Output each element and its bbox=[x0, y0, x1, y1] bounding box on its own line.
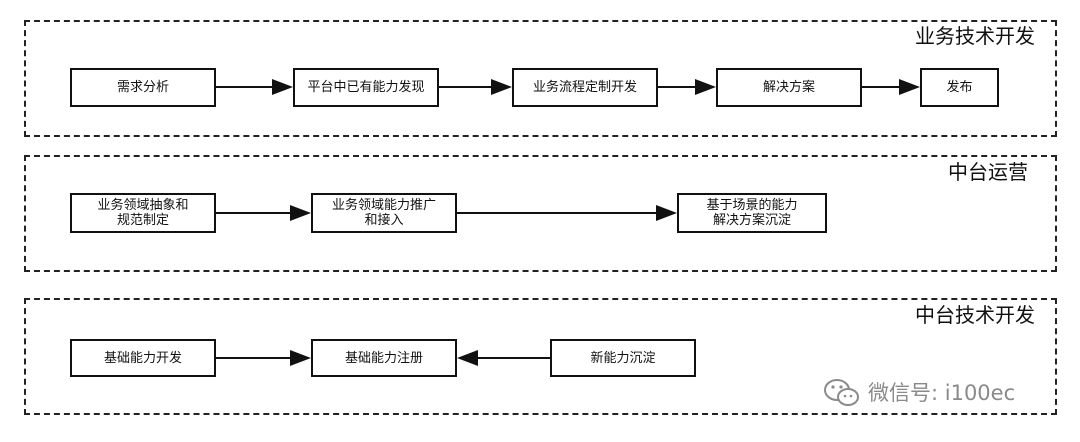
arrow-head-7 bbox=[290, 350, 311, 366]
node-capability-promotion-label: 业务领域能力推广 和接入 bbox=[331, 198, 436, 228]
node-basic-capability-register: 基础能力注册 bbox=[311, 339, 457, 377]
node-domain-abstraction: 业务领域抽象和 规范制定 bbox=[70, 193, 216, 233]
node-new-capability-accumulate: 新能力沉淀 bbox=[550, 339, 696, 377]
node-new-capability-accumulate-label: 新能力沉淀 bbox=[590, 350, 656, 366]
arrow-head-1 bbox=[272, 79, 293, 95]
node-basic-capability-dev-label: 基础能力开发 bbox=[103, 350, 182, 366]
arrow-head-6 bbox=[656, 205, 677, 221]
node-release-label: 发布 bbox=[946, 80, 973, 95]
node-existing-capability-discovery: 平台中已有能力发现 bbox=[293, 68, 439, 107]
node-release: 发布 bbox=[920, 68, 999, 107]
node-existing-capability-discovery-label: 平台中已有能力发现 bbox=[307, 80, 425, 95]
node-process-customization: 业务流程定制开发 bbox=[512, 68, 658, 107]
node-basic-capability-dev: 基础能力开发 bbox=[70, 339, 216, 377]
node-scenario-solution-label: 基于场景的能力 解决方案沉淀 bbox=[706, 198, 798, 228]
lane-platform-tech-dev bbox=[24, 298, 1057, 415]
node-requirement-analysis: 需求分析 bbox=[70, 68, 216, 107]
lane-platform-operation-title: 中台运营 bbox=[948, 160, 1028, 184]
arrow-head-3 bbox=[695, 79, 716, 95]
lane-platform-tech-dev-title: 中台技术开发 bbox=[915, 303, 1035, 327]
node-scenario-solution: 基于场景的能力 解决方案沉淀 bbox=[677, 193, 827, 233]
node-process-customization-label: 业务流程定制开发 bbox=[532, 80, 637, 95]
lane-platform-operation bbox=[24, 155, 1057, 272]
arrow-head-8 bbox=[457, 350, 478, 366]
arrow-head-5 bbox=[290, 205, 311, 221]
watermark-text: 微信号: i100ec bbox=[868, 381, 1016, 405]
lane-business-tech-dev-title: 业务技术开发 bbox=[915, 24, 1035, 48]
node-basic-capability-register-label: 基础能力注册 bbox=[344, 350, 423, 366]
node-capability-promotion: 业务领域能力推广 和接入 bbox=[311, 193, 457, 233]
arrow-head-4 bbox=[899, 79, 920, 95]
node-solution-label: 解决方案 bbox=[762, 80, 815, 95]
wechat-icon bbox=[824, 379, 859, 406]
node-solution: 解决方案 bbox=[716, 68, 862, 107]
watermark: 微信号: i100ec bbox=[822, 374, 1015, 412]
node-requirement-analysis-label: 需求分析 bbox=[116, 80, 169, 95]
arrow-head-2 bbox=[491, 79, 512, 95]
node-domain-abstraction-label: 业务领域抽象和 规范制定 bbox=[97, 198, 189, 228]
lane-business-tech-dev bbox=[24, 20, 1057, 137]
